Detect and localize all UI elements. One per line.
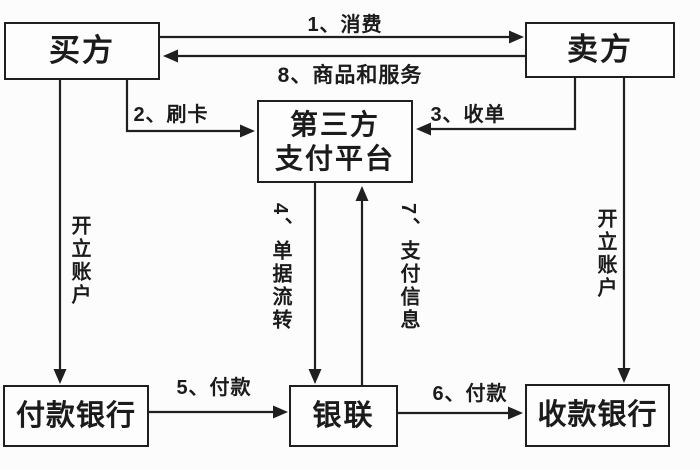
edge-label-acquiring: 3、收单 (430, 104, 506, 126)
node-seller-label: 卖方 (567, 32, 633, 68)
node-buyer-label: 买方 (49, 33, 115, 69)
node-receiving-bank: 收款银行 (525, 384, 670, 447)
arrowhead-down-icon (308, 369, 322, 384)
edge-label-swipe-card: 2、刷卡 (133, 104, 209, 126)
edge-open-account-right (617, 78, 631, 383)
edge-label-pay-info: 7、支付信息 (397, 203, 419, 333)
arrowhead-down-icon (617, 368, 631, 383)
arrowhead-right-icon (508, 406, 523, 420)
edge-swipe-card (125, 80, 255, 138)
edge-pay-6 (398, 406, 523, 420)
edge-acquiring (416, 78, 577, 136)
edge-label-open-account-right: 开立账户 (594, 208, 616, 300)
edge-label-pay-5: 5、付款 (176, 377, 252, 399)
node-platform-label-line1: 第三方 (289, 108, 380, 140)
arrowhead-right-icon (509, 30, 524, 44)
node-receiving-bank-label: 收款银行 (537, 399, 658, 432)
node-unionpay: 银联 (289, 385, 398, 447)
edge-label-consume: 1、消费 (307, 14, 383, 36)
arrowhead-right-icon (240, 124, 255, 138)
arrowhead-left-icon (163, 49, 178, 63)
arrowhead-right-icon (273, 405, 288, 419)
edge-label-open-account-left: 开立账户 (68, 215, 90, 307)
arrowhead-up-icon (355, 186, 369, 201)
edge-pay-info (355, 186, 369, 385)
node-paying-bank: 付款银行 (3, 385, 149, 447)
node-seller: 卖方 (525, 22, 675, 78)
edge-label-goods-services: 8、商品和服务 (277, 64, 423, 87)
edge-label-doc-flow: 4、单据流转 (269, 203, 291, 333)
edge-pay-5 (148, 405, 288, 419)
node-unionpay-label: 银联 (312, 399, 375, 432)
node-buyer: 买方 (4, 22, 160, 80)
edge-consume (160, 30, 524, 44)
edge-goods-services (163, 49, 525, 63)
node-platform-label-line2: 支付平台 (274, 142, 395, 174)
arrowhead-down-icon (53, 369, 67, 384)
edge-label-pay-6: 6、付款 (432, 383, 508, 405)
node-third-party-platform: 第三方 支付平台 (257, 100, 413, 183)
edge-open-account-left (53, 80, 67, 384)
arrowhead-left-icon (416, 122, 431, 136)
edge-doc-flow (308, 183, 322, 384)
node-paying-bank-label: 付款银行 (15, 399, 136, 432)
